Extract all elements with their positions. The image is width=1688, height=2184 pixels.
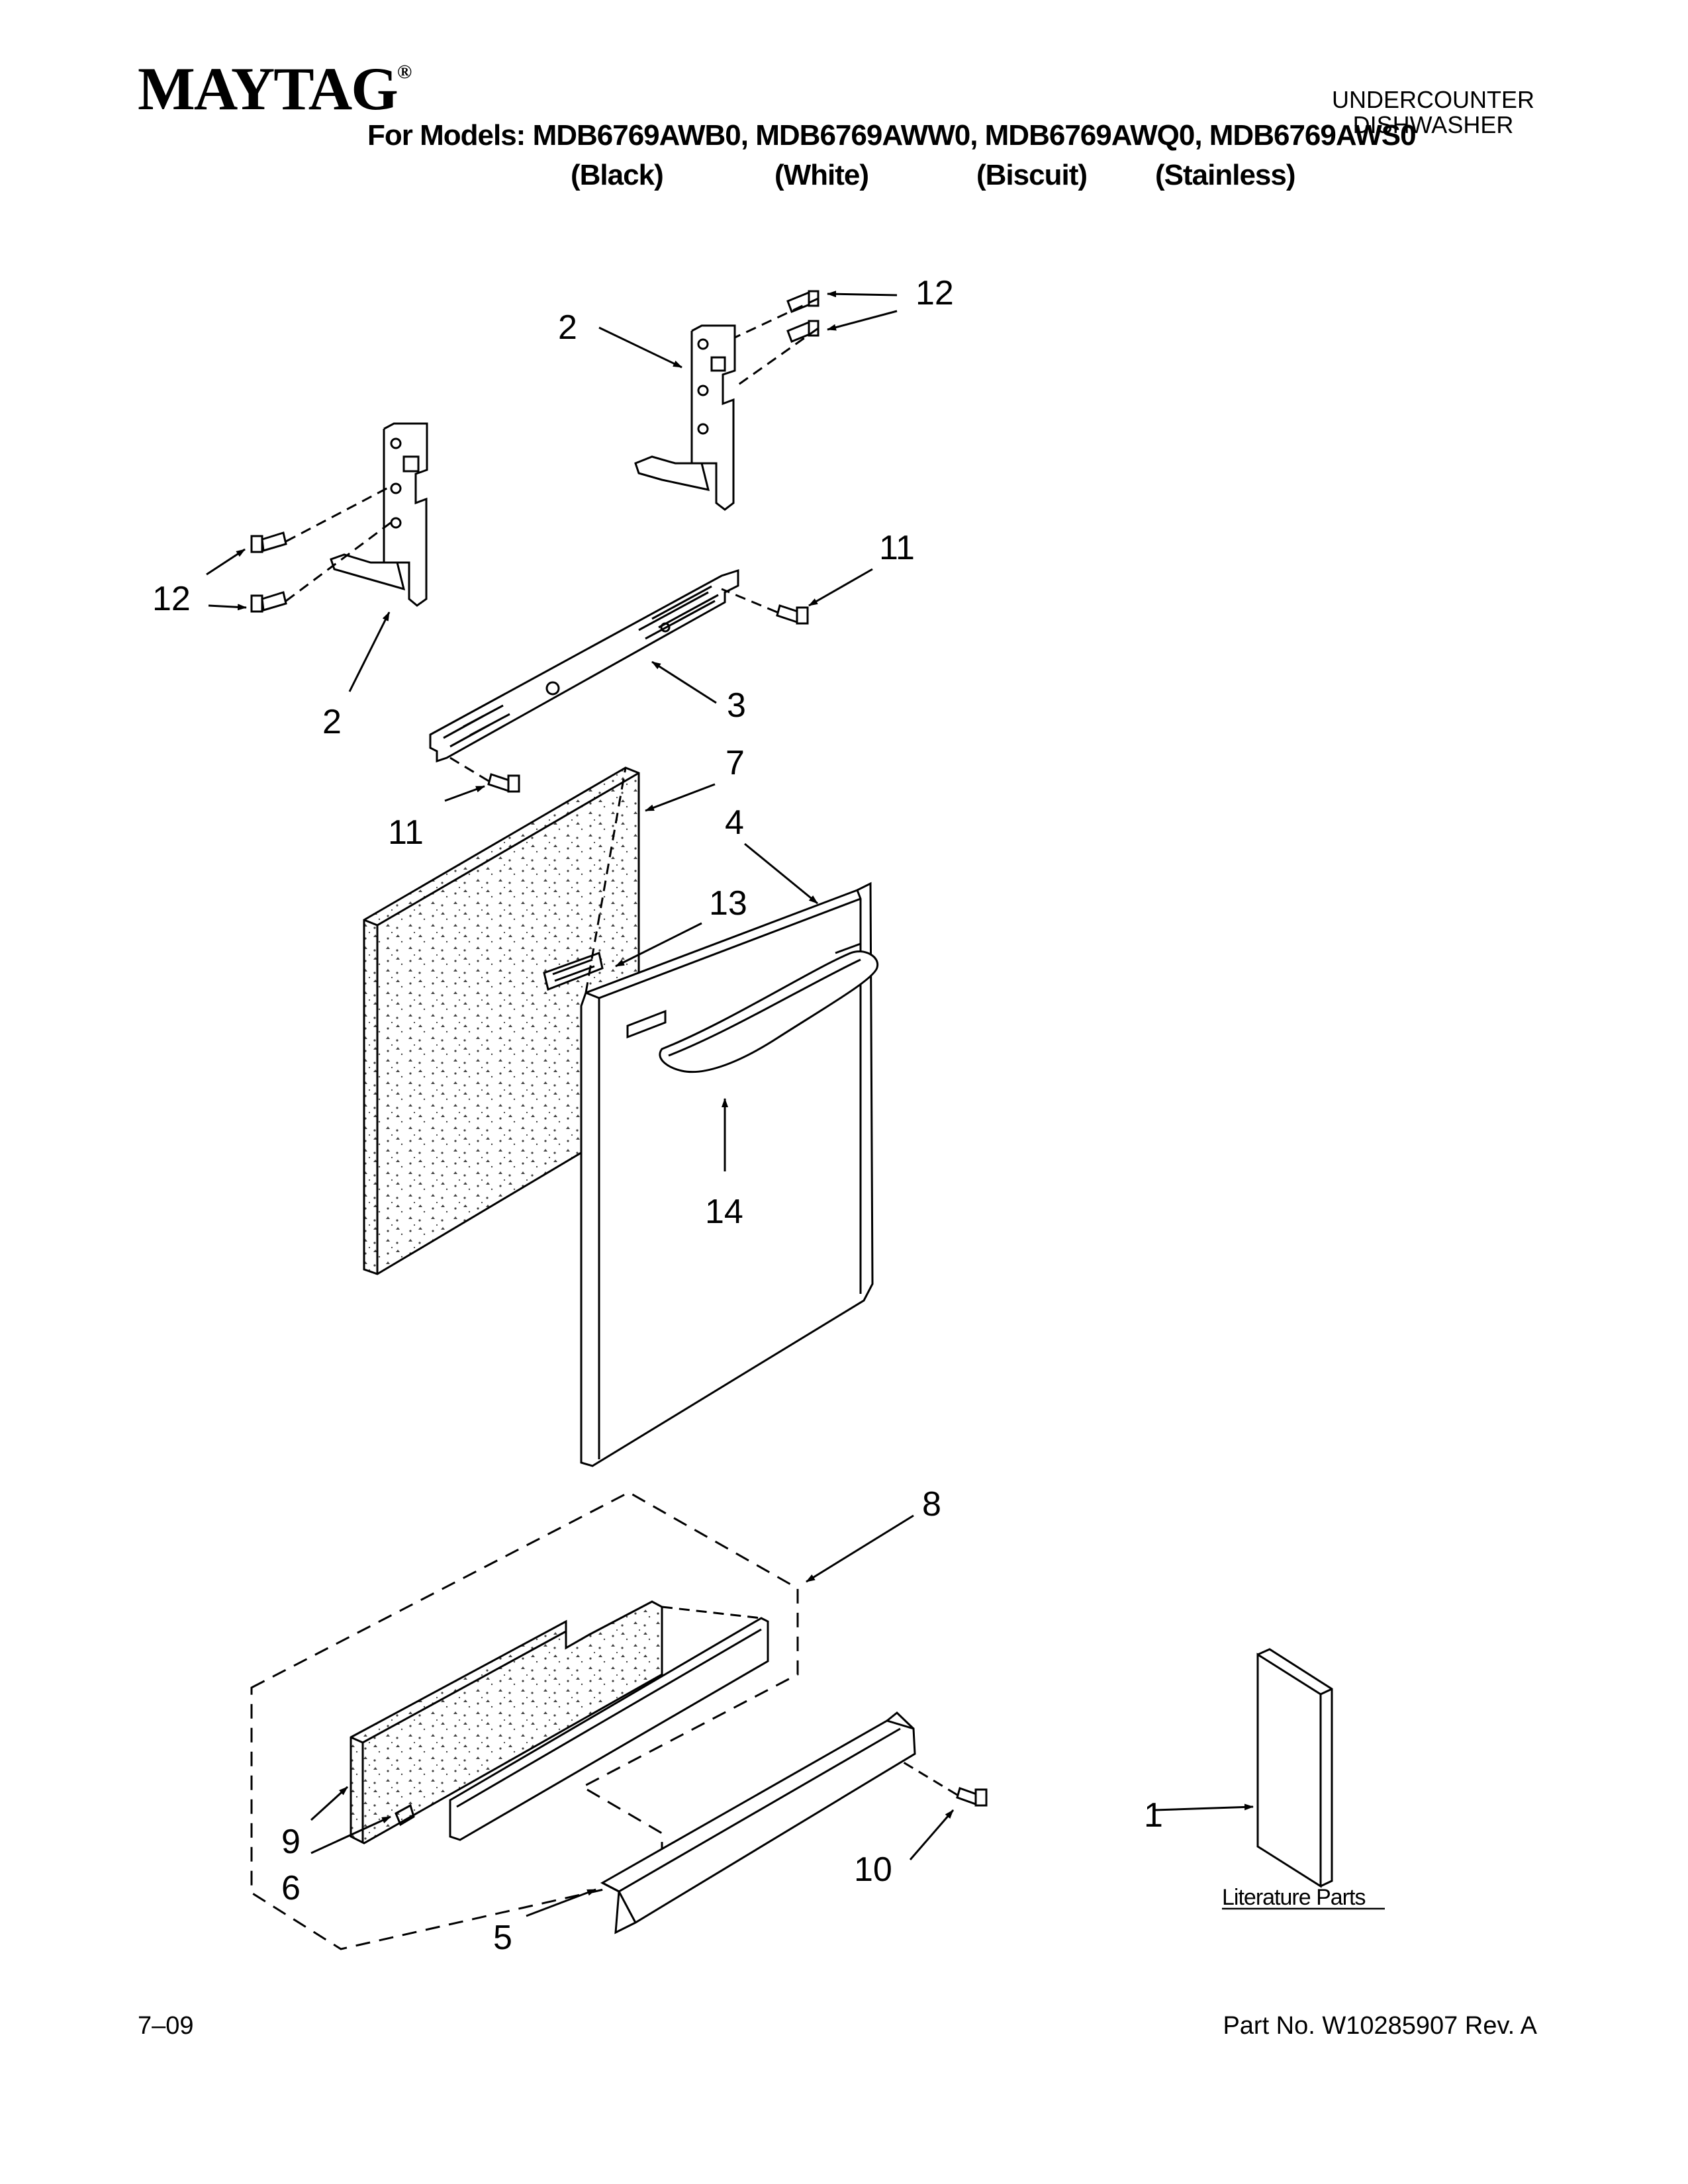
leader-12-upper-b bbox=[827, 310, 898, 331]
product-category: UNDERCOUNTER DISHWASHER bbox=[1311, 87, 1556, 138]
leader-13 bbox=[615, 922, 702, 968]
callout-11-right: 11 bbox=[879, 529, 915, 567]
callout-4: 4 bbox=[725, 803, 744, 842]
callout-12-upper: 12 bbox=[915, 274, 954, 312]
leader-8 bbox=[806, 1514, 914, 1583]
models-line: For Models: MDB6769AWB0, MDB6769AWW0, MD… bbox=[367, 119, 1417, 152]
alignment-lines bbox=[285, 297, 958, 1796]
models-prefix: For Models: bbox=[367, 119, 526, 152]
model-biscuit: MDB6769AWQ0, bbox=[984, 119, 1203, 152]
callout-3: 3 bbox=[727, 686, 746, 725]
category-line-1: UNDERCOUNTER bbox=[1332, 86, 1534, 113]
outer-door-panel bbox=[580, 882, 874, 1467]
callout-6: 6 bbox=[281, 1869, 301, 1907]
screw-12-left-1 bbox=[250, 531, 287, 553]
toe-panel-support bbox=[395, 1617, 769, 1841]
callout-1: 1 bbox=[1144, 1796, 1163, 1835]
category-line-2: DISHWASHER bbox=[1352, 111, 1514, 138]
kickplate bbox=[600, 1711, 916, 1934]
screw-11-right bbox=[776, 604, 809, 625]
toe-panel-assembly-outline bbox=[250, 1491, 799, 1950]
leader-11-right bbox=[808, 568, 873, 607]
toe-panel-insulation bbox=[350, 1600, 663, 1844]
callout-7: 7 bbox=[726, 744, 745, 782]
callout-5: 5 bbox=[493, 1919, 512, 1957]
leader-arrows bbox=[206, 291, 1254, 1917]
control-panel-insert bbox=[543, 952, 604, 991]
callout-labels: 12 2 12 2 11 3 11 7 4 13 14 8 9 6 10 5 1 bbox=[152, 274, 1163, 1957]
model-white: MDB6769AWW0, bbox=[755, 119, 978, 152]
leader-12-left-b bbox=[208, 604, 247, 611]
color-black: (Black) bbox=[571, 159, 664, 191]
literature-parts-label: Literature Parts bbox=[1222, 1885, 1365, 1910]
callout-12-left: 12 bbox=[152, 580, 191, 618]
literature-booklet bbox=[1256, 1648, 1333, 1888]
screw-12-left-2 bbox=[250, 591, 287, 613]
screw-11-lower bbox=[487, 773, 520, 793]
color-stainless: (Stainless) bbox=[1155, 159, 1296, 191]
leader-2-upper bbox=[598, 326, 682, 369]
leader-3 bbox=[651, 660, 717, 704]
leader-2-lower bbox=[348, 612, 391, 692]
leader-10 bbox=[909, 1809, 955, 1860]
revision-date: 7–09 bbox=[138, 2012, 194, 2040]
door-handle bbox=[659, 950, 879, 1073]
door-bracket-left bbox=[330, 422, 428, 607]
leader-4 bbox=[744, 842, 818, 905]
callout-2-lower: 2 bbox=[322, 703, 342, 741]
door-bracket-right bbox=[634, 324, 736, 511]
leader-12-upper-a bbox=[827, 291, 898, 298]
screw-10 bbox=[956, 1787, 988, 1807]
color-biscuit: (Biscuit) bbox=[976, 159, 1088, 191]
callout-2-upper: 2 bbox=[558, 308, 577, 347]
model-stainless: MDB6769AWS0 bbox=[1209, 119, 1417, 152]
callout-10: 10 bbox=[854, 1850, 892, 1889]
brand-name: MAYTAG bbox=[138, 55, 399, 122]
leader-7 bbox=[645, 783, 716, 812]
registered-mark: ® bbox=[397, 61, 412, 83]
leader-12-left-a bbox=[206, 548, 246, 576]
leader-1 bbox=[1154, 1803, 1254, 1811]
callout-11-lower: 11 bbox=[388, 813, 424, 852]
leader-5 bbox=[526, 1888, 596, 1917]
callout-14: 14 bbox=[705, 1193, 743, 1231]
leader-9 bbox=[310, 1786, 349, 1821]
leader-11-lower bbox=[444, 785, 485, 802]
model-black: MDB6769AWB0, bbox=[532, 119, 749, 152]
callout-8: 8 bbox=[922, 1485, 941, 1524]
callout-9: 9 bbox=[281, 1823, 301, 1861]
color-white: (White) bbox=[774, 159, 869, 191]
callout-13: 13 bbox=[709, 884, 747, 923]
mounting-rail bbox=[429, 569, 739, 763]
part-number: Part No. W10285907 Rev. A bbox=[1223, 2012, 1537, 2040]
leader-6 bbox=[310, 1815, 391, 1854]
maytag-logo: MAYTAG® bbox=[138, 55, 412, 122]
